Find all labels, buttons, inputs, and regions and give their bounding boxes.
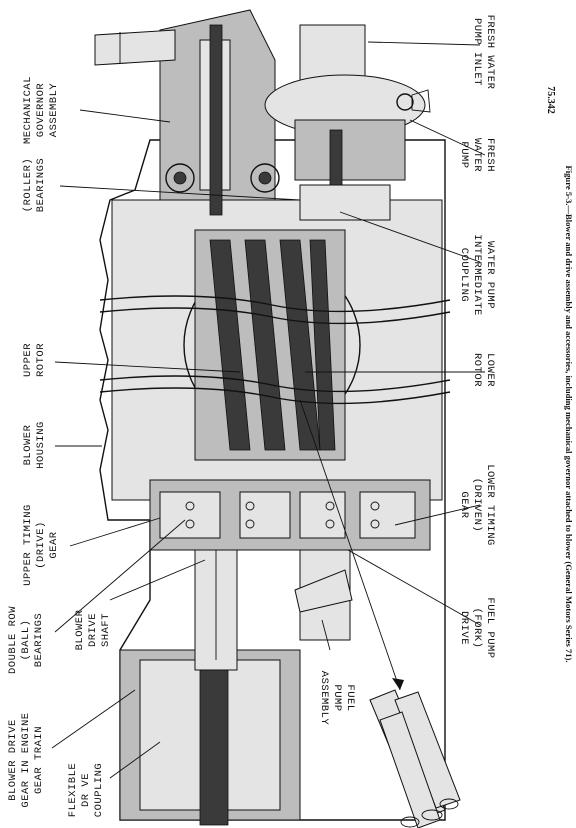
svg-text:PUMP: PUMP: [458, 141, 470, 168]
svg-text:DR VE: DR VE: [80, 773, 92, 807]
blower-cross-section-drawing: [94, 9, 461, 828]
svg-text:WATER PUMP: WATER PUMP: [484, 241, 496, 309]
svg-text:BEARINGS: BEARINGS: [33, 613, 45, 667]
svg-text:(BALL): (BALL): [20, 620, 32, 661]
svg-text:BLOWER: BLOWER: [22, 424, 34, 465]
svg-text:(DRIVEN): (DRIVEN): [471, 478, 483, 532]
label-fuel-pump-drive: FUEL PUMP (FORK) DRIVE: [458, 597, 496, 658]
svg-text:(ROLLER): (ROLLER): [22, 158, 34, 212]
svg-text:GEAR IN ENGINE: GEAR IN ENGINE: [20, 712, 32, 807]
svg-text:LOWER TIMING: LOWER TIMING: [484, 464, 496, 546]
svg-text:BLOWER: BLOWER: [74, 609, 86, 650]
svg-text:MECHANICAL: MECHANICAL: [22, 76, 34, 144]
rotor-detail: [369, 689, 461, 828]
svg-text:SHAFT: SHAFT: [100, 613, 112, 647]
svg-text:PUMP INLET: PUMP INLET: [471, 18, 483, 86]
label-mechanical-governor: MECHANICAL GOVERNOR ASSEMBLY: [22, 76, 60, 144]
svg-text:PUMP: PUMP: [331, 684, 343, 711]
label-double-row-bearings: DOUBLE ROW (BALL) BEARINGS: [7, 606, 45, 674]
svg-text:DRIVE: DRIVE: [87, 613, 99, 647]
svg-text:HOUSING: HOUSING: [35, 421, 47, 469]
svg-text:FUEL PUMP: FUEL PUMP: [484, 597, 496, 658]
label-upper-timing-gear: UPPER TIMING (DRIVE) GEAR: [22, 504, 60, 586]
svg-text:BEARINGS: BEARINGS: [35, 158, 47, 212]
label-blower-drive-gear: BLOWER DRIVE GEAR IN ENGINE GEAR TRAIN: [7, 712, 45, 807]
label-fresh-water-pump: FRESH WATER PUMP: [458, 138, 496, 172]
svg-text:(FORK): (FORK): [471, 608, 483, 649]
label-fuel-pump-assembly: FUEL PUMP ASSEMBLY: [318, 671, 356, 726]
svg-text:WATER: WATER: [471, 138, 483, 172]
svg-text:GEAR TRAIN: GEAR TRAIN: [33, 726, 45, 794]
svg-text:LOWER: LOWER: [484, 353, 496, 387]
svg-text:DRIVE: DRIVE: [458, 611, 470, 645]
svg-text:FLEXIBLE: FLEXIBLE: [67, 763, 79, 817]
svg-text:FUEL: FUEL: [344, 684, 356, 711]
figure-number: 75.342: [545, 86, 556, 114]
label-lower-timing-gear: LOWER TIMING (DRIVEN) GEAR: [458, 464, 496, 546]
label-water-pump-coupling: WATER PUMP INTERMEDIATE COUPLING: [458, 234, 496, 316]
svg-text:COUPLING: COUPLING: [93, 763, 105, 817]
svg-text:ASSEMBLY: ASSEMBLY: [318, 671, 330, 726]
svg-text:ROTOR: ROTOR: [471, 353, 483, 387]
label-flexible-drive-coupling: FLEXIBLE DR VE COUPLING: [67, 763, 105, 817]
svg-text:INTERMEDIATE: INTERMEDIATE: [471, 234, 483, 316]
svg-text:GOVERNOR: GOVERNOR: [35, 83, 47, 138]
svg-text:FRESH WATER: FRESH WATER: [484, 15, 496, 90]
svg-text:COUPLING: COUPLING: [458, 248, 470, 302]
label-blower-housing: BLOWER HOUSING: [22, 421, 47, 469]
label-lower-rotor: LOWER ROTOR: [471, 353, 496, 387]
svg-text:GEAR: GEAR: [48, 531, 60, 558]
svg-text:(DRIVE): (DRIVE): [35, 521, 47, 569]
svg-text:ASSEMBLY: ASSEMBLY: [48, 83, 60, 138]
svg-text:DOUBLE ROW: DOUBLE ROW: [7, 606, 19, 674]
label-upper-rotor: UPPER ROTOR: [22, 343, 47, 377]
svg-text:FRESH: FRESH: [484, 138, 496, 172]
svg-text:GEAR: GEAR: [458, 491, 470, 518]
svg-text:UPPER: UPPER: [22, 343, 34, 377]
svg-text:BLOWER DRIVE: BLOWER DRIVE: [7, 719, 19, 801]
svg-text:ROTOR: ROTOR: [35, 343, 47, 377]
label-fresh-water-pump-inlet: FRESH WATER PUMP INLET: [471, 15, 496, 90]
label-roller-bearings: (ROLLER) BEARINGS: [22, 158, 47, 212]
svg-text:UPPER TIMING: UPPER TIMING: [22, 504, 34, 586]
figure-caption: Figure 5-3.—Blower and drive assembly an…: [564, 165, 574, 662]
label-blower-drive-shaft: BLOWER DRIVE SHAFT: [74, 609, 112, 650]
